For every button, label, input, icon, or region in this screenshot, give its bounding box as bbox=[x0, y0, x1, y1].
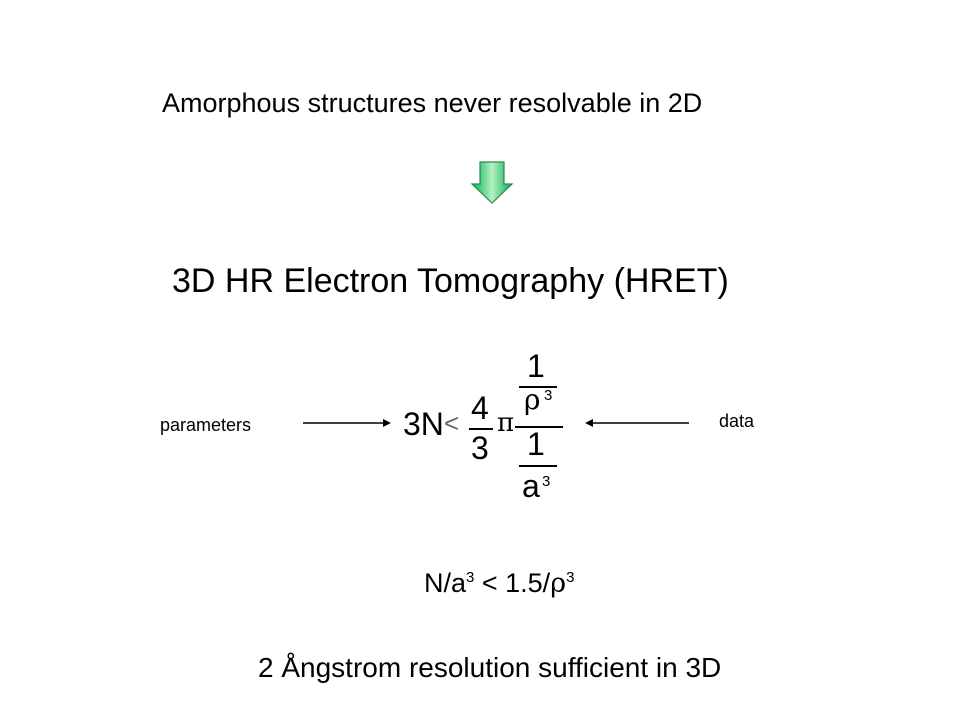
main-title: 3D HR Electron Tomography (HRET) bbox=[172, 262, 729, 300]
inner-top-denominator: ρ bbox=[524, 383, 541, 416]
ineq-exp1: 3 bbox=[466, 569, 475, 586]
main-fraction-line bbox=[515, 426, 563, 428]
inner-bottom-denominator: a bbox=[522, 468, 540, 504]
inner-bottom-fraction-line bbox=[519, 465, 557, 467]
left-arrow-icon bbox=[585, 419, 689, 427]
coef-numerator: 4 bbox=[471, 390, 489, 426]
ineq-exp2: 3 bbox=[566, 569, 575, 586]
pi-symbol: π bbox=[497, 408, 515, 438]
formula-lhs: 3N bbox=[403, 406, 444, 442]
coef-denominator: 3 bbox=[471, 430, 489, 466]
down-arrow-icon bbox=[470, 161, 514, 204]
inner-top-numerator: 1 bbox=[527, 348, 545, 384]
conclusion: 2 Ångstrom resolution sufficient in 3D bbox=[258, 652, 722, 683]
inner-top-exponent: 3 bbox=[544, 387, 553, 404]
inner-bottom-exponent: 3 bbox=[542, 473, 551, 490]
inner-bottom-numerator: 1 bbox=[527, 426, 545, 462]
density-inequality: N/a3 < 1.5/ρ3 bbox=[424, 568, 574, 599]
parameters-label: parameters bbox=[160, 415, 252, 435]
formula-relation: < bbox=[444, 408, 460, 438]
ineq-part1: N/a bbox=[424, 568, 467, 598]
ineq-rho: ρ bbox=[550, 568, 567, 599]
coef-fraction-line bbox=[469, 428, 493, 430]
data-label: data bbox=[719, 411, 755, 431]
right-arrow-icon bbox=[303, 419, 391, 427]
inner-top-fraction-line bbox=[519, 386, 557, 388]
ineq-part2: < 1.5/ bbox=[474, 568, 551, 598]
heading-amorphous: Amorphous structures never resolvable in… bbox=[162, 88, 703, 118]
